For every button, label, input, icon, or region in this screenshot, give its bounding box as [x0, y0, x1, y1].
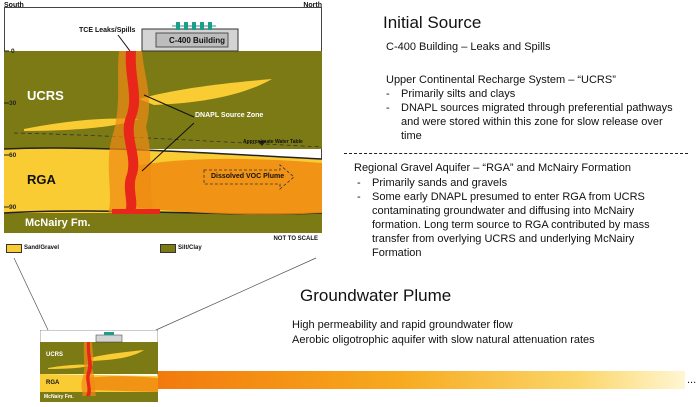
cross-section-diagram: South North	[4, 2, 322, 253]
rga-title: Regional Gravel Aquifer – “RGA” and McNa…	[354, 162, 631, 174]
plume-ellipsis: ...	[687, 374, 697, 386]
plume-arrow	[203, 164, 295, 190]
leaks-label: TCE Leaks/Spills	[79, 27, 136, 34]
initial-source-subtitle: C-400 Building – Leaks and Spills	[386, 41, 551, 53]
north-label: North	[303, 2, 322, 9]
plume-label: Dissolved VOC Plume	[211, 173, 285, 180]
depth-label-0: 0	[11, 48, 15, 55]
legend: Sand/Gravel Silt/Clay NOT TO SCALE	[4, 236, 322, 256]
plume-line-2: Aerobic oligotrophic aquifer with slow n…	[292, 334, 595, 346]
ucrs-label: UCRS	[27, 88, 64, 103]
ucrs-bullet: DNAPL sources migrated through preferent…	[383, 101, 683, 143]
dnapl-core	[123, 51, 140, 213]
section-frame: 0 30 60 90 UCRS RGA McNairy Fm. TCE Leak…	[4, 7, 322, 233]
source-zone-arrow-2	[141, 122, 195, 172]
plume-heading: Groundwater Plume	[300, 286, 452, 305]
source-zone-label: DNAPL Source Zone	[195, 112, 264, 119]
not-to-scale-label: NOT TO SCALE	[273, 236, 318, 242]
water-table-line	[13, 132, 322, 148]
plume-gradient-bar	[158, 371, 685, 389]
sand-lens-1	[139, 79, 272, 105]
mcnairy-label: McNairy Fm.	[25, 217, 91, 229]
leaks-arrow	[117, 34, 131, 52]
plume-line-1: High permeability and rapid groundwater …	[292, 319, 513, 331]
depth-label-90: 90	[9, 204, 17, 211]
mini-ucrs-label: UCRS	[46, 352, 64, 358]
building-label: C-400 Building	[169, 36, 226, 45]
depth-label-60: 60	[9, 152, 17, 159]
mini-rga-label: RGA	[46, 380, 60, 386]
mini-mcnairy-label: McNairy Fm.	[44, 394, 74, 400]
legend-silt-label: Silt/Clay	[178, 245, 202, 251]
building-inner	[155, 32, 229, 48]
depth-label-30: 30	[9, 100, 17, 107]
initial-source-heading: Initial Source	[383, 13, 482, 32]
ucrs-title: Upper Continental Recharge System – “UCR…	[386, 74, 616, 86]
south-label: South	[4, 2, 24, 9]
ucrs-bullets: Primarily silts and clays DNAPL sources …	[383, 87, 683, 143]
mini-cross-section: UCRS RGA McNairy Fm.	[39, 329, 159, 403]
legend-swatch-silt	[160, 244, 176, 253]
legend-swatch-sand	[6, 244, 22, 253]
ucrs-bullet: Primarily silts and clays	[383, 87, 683, 101]
rga-bullet: Primarily sands and gravels	[354, 176, 682, 190]
source-zone-arrow-1	[143, 94, 195, 118]
mcnairy-layer	[4, 213, 322, 233]
rga-bullet: Some early DNAPL presumed to enter RGA f…	[354, 190, 682, 260]
dissolved-plume	[132, 158, 322, 215]
mini-section-graphic	[39, 329, 159, 403]
dnapl-pool	[112, 209, 160, 214]
rga-bullets: Primarily sands and gravels Some early D…	[354, 176, 682, 260]
sand-lens-2	[24, 118, 139, 131]
section-divider	[344, 153, 688, 154]
cross-section-graphic	[4, 22, 322, 233]
legend-sand-label: Sand/Gravel	[24, 245, 60, 251]
water-table-label: Approximate Water Table	[243, 139, 303, 145]
rga-label: RGA	[27, 172, 56, 187]
water-table-marker	[258, 141, 266, 146]
